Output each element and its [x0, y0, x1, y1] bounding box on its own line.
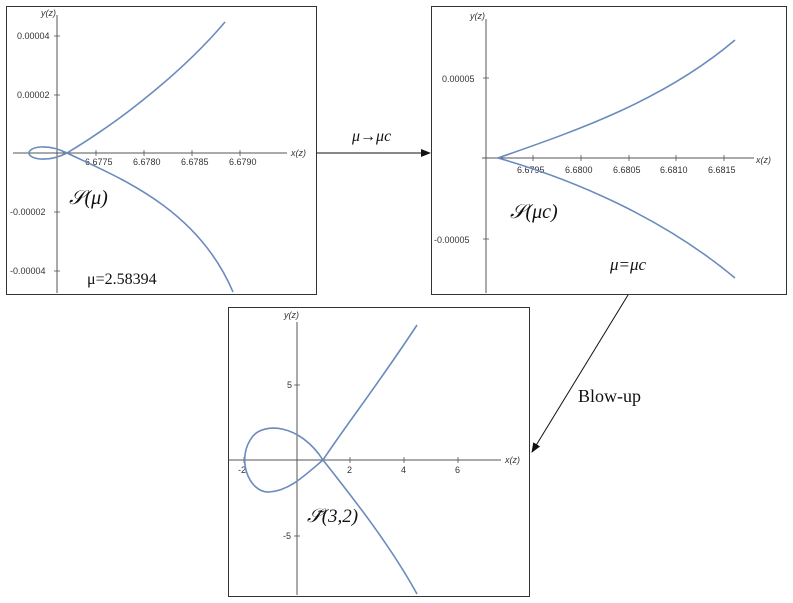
y-tick-label: 0.00004	[17, 31, 50, 41]
x-tick-label: 6.6775	[85, 157, 113, 167]
curve-label-s-mu: 𝒮(μ)	[69, 187, 108, 209]
x-axis-label: x(z)	[755, 155, 771, 165]
panel-s-mu: 6.6775 6.6780 6.6785 6.6790 0.00004 0.00…	[6, 6, 317, 295]
y-tick-label: 0.00002	[17, 90, 50, 100]
param-label-mu-equals-muc: μ=μc	[610, 255, 647, 274]
x-tick-label: 6.6800	[565, 165, 593, 175]
y-axis-label: y(z)	[283, 310, 299, 320]
panel-s-tilde: -2 2 4 6 5 -5 x(z) y(z) 𝒮̃(3,2)	[228, 307, 530, 597]
x-tick-label: 6.6790	[229, 157, 257, 167]
x-tick-label: -2	[238, 465, 246, 475]
y-axis-label: y(z)	[469, 11, 485, 21]
y-tick-label: -5	[283, 531, 291, 541]
y-tick-label: 0.00005	[442, 74, 475, 84]
curve-label-s-tilde: 𝒮̃(3,2)	[307, 506, 359, 527]
arrow-blow-up	[531, 294, 629, 453]
x-axis-label: x(z)	[504, 455, 520, 465]
x-tick-label: 6.6795	[517, 165, 545, 175]
y-axis-label: y(z)	[40, 8, 56, 18]
x-tick-label: 2	[347, 465, 352, 475]
x-tick-label: 6.6785	[181, 157, 209, 167]
curve-label-s-muc: 𝒮(μc)	[510, 201, 558, 223]
curve-s-tilde	[243, 324, 418, 595]
curve-s-muc-upper	[497, 39, 736, 159]
curve-s-muc-lower	[497, 157, 736, 279]
y-tick-label: -0.00004	[10, 266, 46, 276]
param-label-mu-value: μ=2.58394	[87, 271, 157, 288]
panel-s-muc: 6.6795 6.6800 6.6805 6.6810 6.6815 0.000…	[431, 6, 787, 295]
arrow-label-blow-up: Blow-up	[578, 386, 641, 406]
plot-s-muc: 6.6795 6.6800 6.6805 6.6810 6.6815 0.000…	[434, 11, 771, 293]
x-tick-label: 4	[401, 465, 406, 475]
plot-s-mu: 6.6775 6.6780 6.6785 6.6790 0.00004 0.00…	[10, 8, 306, 293]
y-tick-label: -0.00005	[434, 235, 470, 245]
plot-s-tilde: -2 2 4 6 5 -5 x(z) y(z)	[229, 310, 520, 595]
arrow-label-mu-to-muc: μ→μc	[352, 128, 392, 145]
curve-s-mu	[28, 21, 234, 293]
x-tick-label: 6.6815	[708, 165, 736, 175]
y-tick-label: -0.00002	[10, 207, 46, 217]
x-tick-label: 6.6780	[133, 157, 161, 167]
x-tick-label: 6.6810	[660, 165, 688, 175]
x-axis-label: x(z)	[290, 148, 306, 158]
x-tick-label: 6.6805	[613, 165, 641, 175]
y-tick-label: 5	[287, 380, 292, 390]
x-tick-label: 6	[455, 465, 460, 475]
